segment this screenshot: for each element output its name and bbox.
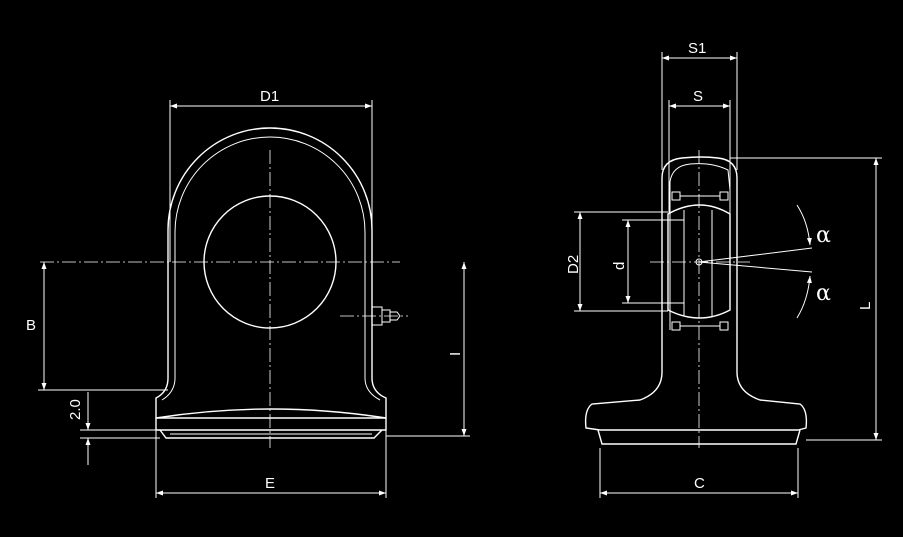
side-housing-outline [584, 156, 808, 431]
d-label: d [611, 262, 628, 270]
side-inner-ball [667, 204, 731, 319]
alpha-top-label: α [816, 223, 831, 248]
c-label: C [694, 475, 705, 492]
e-label: E [265, 475, 275, 492]
alpha-tilt-line-bottom [698, 261, 813, 273]
front-view: D1 B I 2.0 E [26, 88, 470, 498]
side-seal-bottom-left [671, 321, 681, 331]
grease-nipple-icon [340, 306, 408, 326]
front-flank-right [364, 262, 381, 401]
alpha-arc-bottom [796, 275, 812, 319]
alpha-arc-top [796, 204, 812, 246]
s1-label: S1 [688, 40, 706, 57]
front-body-outline [155, 127, 387, 419]
alpha-bottom-label: α [816, 281, 831, 306]
side-seal-top-right [719, 191, 729, 201]
s-label: S [693, 88, 703, 105]
side-seal-bottom-right [719, 321, 729, 331]
l-label: L [857, 302, 874, 310]
d1-label: D1 [260, 88, 279, 105]
front-body-inner-outline [174, 136, 366, 262]
side-housing-inner [669, 163, 731, 330]
d2-label: D2 [565, 255, 582, 274]
i-label: I [447, 352, 464, 356]
side-seal-top-left [671, 191, 681, 201]
front-base-curve [155, 408, 387, 419]
alpha-tilt-line-top [698, 247, 813, 263]
side-view: α α S1 S D2 d L C [565, 40, 882, 498]
front-flank-left [161, 262, 176, 401]
b-label: B [26, 317, 36, 334]
dim-2-0-label: 2.0 [67, 399, 84, 420]
front-base-plate [155, 418, 387, 431]
